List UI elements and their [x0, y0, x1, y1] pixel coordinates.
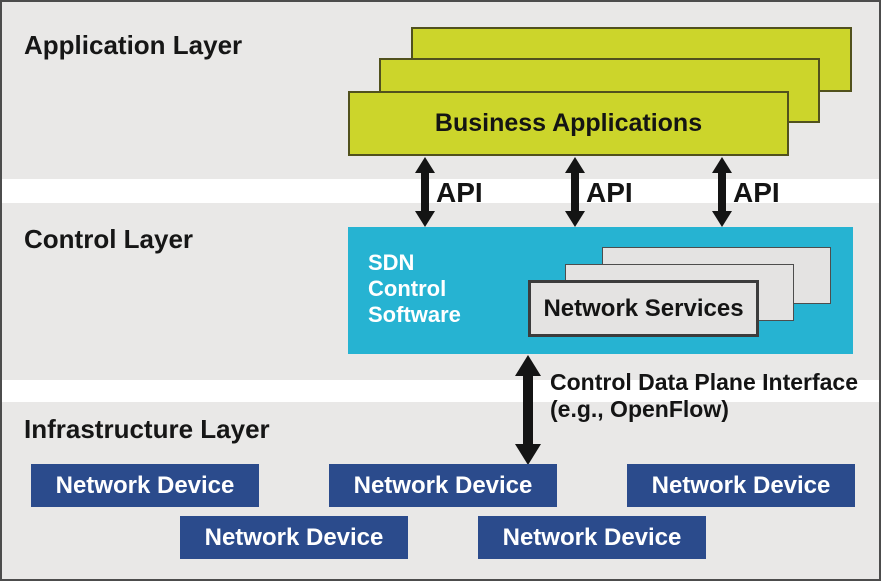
- api-label-2: API: [586, 177, 633, 208]
- control-data-plane-arrow: [515, 355, 541, 465]
- business-applications-box: Business Applications: [348, 91, 789, 156]
- arrowhead-down-icon: [565, 211, 585, 227]
- network-services-box: Network Services: [528, 280, 759, 337]
- network-device-label: Network Device: [502, 523, 682, 551]
- network-device-box-4: Network Device: [180, 516, 408, 559]
- network-device-box-1: Network Device: [31, 464, 259, 507]
- api-arrow-1: [415, 157, 435, 227]
- arrowhead-down-icon: [415, 211, 435, 227]
- cdpi-label-line-2: (e.g., OpenFlow): [550, 396, 729, 422]
- sdn-label-line-1: SDN: [368, 250, 415, 275]
- sdn-label-line-3: Software: [368, 302, 461, 327]
- application-layer-label: Application Layer: [24, 30, 243, 60]
- arrowhead-up-icon: [415, 157, 435, 173]
- network-device-box-5: Network Device: [478, 516, 706, 559]
- arrow-shaft: [421, 173, 429, 211]
- network-device-label: Network Device: [651, 471, 831, 499]
- infrastructure-layer-label: Infrastructure Layer: [24, 414, 270, 444]
- network-services-label: Network Services: [543, 294, 744, 322]
- api-arrow-2: [565, 157, 585, 227]
- api-label-1: API: [436, 177, 483, 208]
- arrow-shaft: [571, 173, 579, 211]
- control-layer-label: Control Layer: [24, 224, 194, 254]
- arrowhead-up-icon: [515, 355, 541, 376]
- network-device-box-3: Network Device: [627, 464, 855, 507]
- network-device-label: Network Device: [204, 523, 384, 551]
- business-applications-label: Business Applications: [434, 109, 703, 137]
- network-device-box-2: Network Device: [329, 464, 557, 507]
- sdn-label-line-2: Control: [368, 276, 447, 301]
- control-data-plane-interface-label: Control Data Plane Interface (e.g., Open…: [550, 369, 858, 423]
- cdpi-label-line-1: Control Data Plane Interface: [550, 369, 859, 395]
- arrow-shaft: [718, 173, 726, 211]
- arrow-shaft: [523, 376, 533, 444]
- arrowhead-up-icon: [712, 157, 732, 173]
- sdn-control-software-label: SDN Control Software: [368, 250, 461, 328]
- arrowhead-up-icon: [565, 157, 585, 173]
- arrowhead-down-icon: [712, 211, 732, 227]
- api-arrow-3: [712, 157, 732, 227]
- arrowhead-down-icon: [515, 444, 541, 465]
- network-device-label: Network Device: [55, 471, 235, 499]
- api-label-3: API: [733, 177, 780, 208]
- network-device-label: Network Device: [353, 471, 533, 499]
